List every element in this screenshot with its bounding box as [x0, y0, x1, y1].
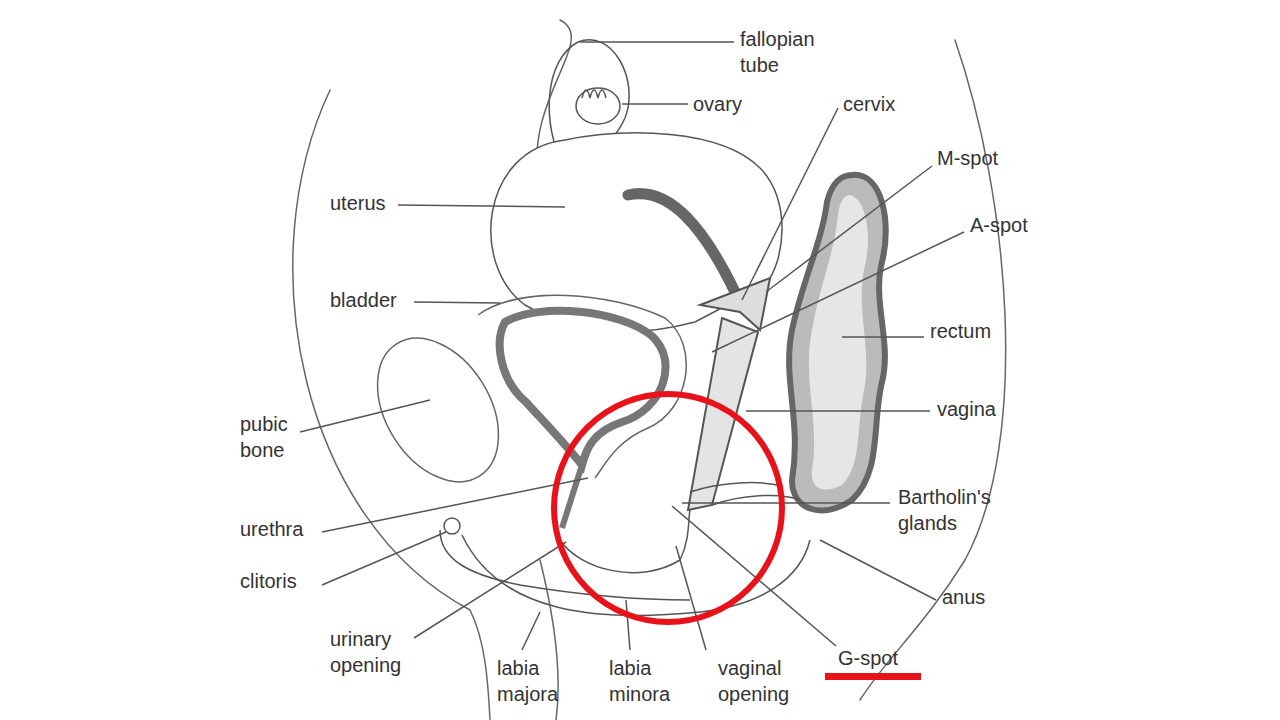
part-label: rectum [930, 318, 991, 344]
leader-line [322, 532, 446, 585]
leader-line [522, 612, 540, 650]
clitoral-hood [440, 530, 690, 600]
part-label: vaginal opening [718, 655, 806, 707]
part-label: M-spot [937, 145, 998, 171]
leader-line [414, 542, 566, 638]
part-label: anus [942, 584, 985, 610]
leader-line [672, 506, 836, 646]
rectum-wall [789, 175, 886, 511]
leader-line [820, 540, 936, 600]
part-label: Bartholin's glands [898, 484, 1016, 536]
part-label: urinary opening [330, 626, 420, 678]
pubic-bone-shape [353, 316, 524, 503]
part-label: A-spot [970, 212, 1028, 238]
part-label: G-spot [838, 645, 898, 671]
clitoris-shape [444, 518, 460, 534]
part-label: bladder [330, 287, 397, 313]
part-label: cervix [843, 91, 895, 117]
leader-line [676, 546, 706, 650]
rectum-lumen [809, 195, 868, 490]
leader-line [682, 502, 890, 504]
leader-line [712, 232, 964, 352]
leader-line [622, 103, 688, 105]
part-label: uterus [330, 190, 386, 216]
part-label: labia majora [497, 655, 575, 707]
leader-line [398, 205, 565, 207]
part-label: ovary [693, 91, 742, 117]
ovary-shape [576, 88, 620, 124]
leader-line [746, 410, 930, 412]
leader-line [580, 41, 734, 43]
bladder-outline [478, 295, 686, 478]
uterus [491, 133, 782, 332]
part-label: labia minora [609, 655, 687, 707]
part-label: urethra [240, 516, 303, 542]
highlight-underline [825, 673, 921, 680]
rectum [789, 175, 886, 511]
leader-line [322, 478, 588, 532]
leader-line [300, 400, 430, 432]
uterine-cavity [628, 194, 735, 292]
fimbriae [582, 90, 606, 98]
leader-line [766, 166, 932, 292]
bartholin-gland [690, 483, 782, 492]
cervix-vagina [688, 278, 770, 510]
labia-minora-line [560, 510, 690, 573]
uterus-outline [491, 133, 782, 332]
part-label: pubic bone [240, 411, 310, 463]
leader-line [626, 600, 630, 650]
bladder [478, 295, 686, 528]
urethra-tube [562, 465, 582, 528]
leader-line [842, 336, 924, 338]
highlight-circle [554, 394, 782, 622]
part-label: fallopian tube [740, 26, 850, 78]
bladder-wall [500, 311, 666, 465]
leader-lines [300, 42, 964, 650]
leader-line [414, 302, 500, 303]
part-label: vagina [937, 396, 996, 422]
part-label: clitoris [240, 568, 297, 594]
body-outline [293, 20, 1006, 720]
leader-line [742, 108, 838, 300]
